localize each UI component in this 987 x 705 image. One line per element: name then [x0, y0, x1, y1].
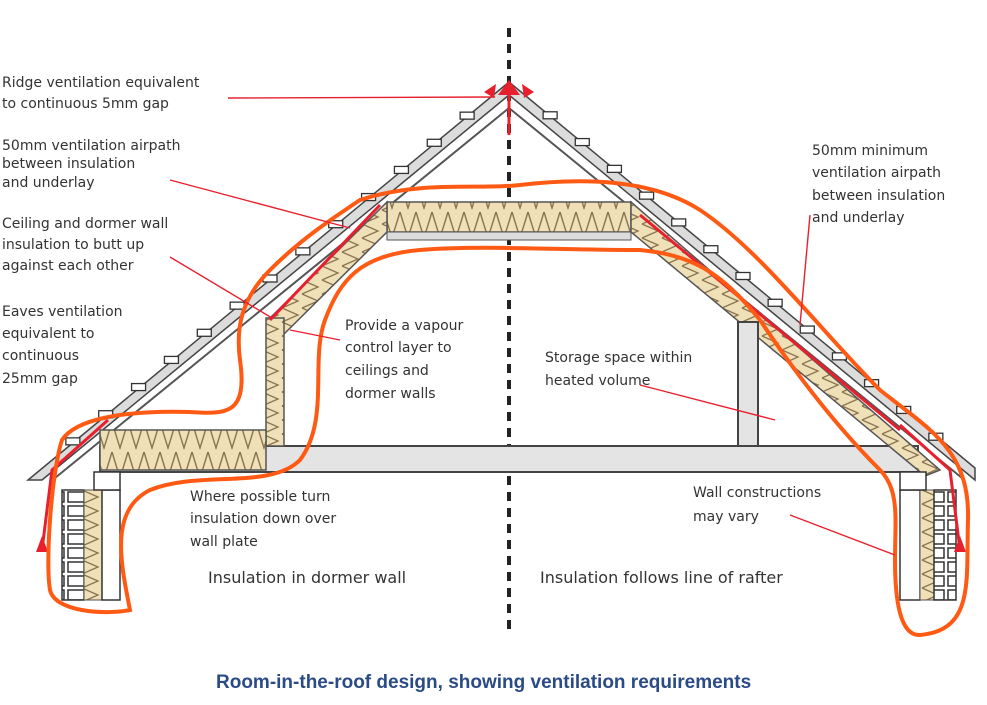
svg-text:wall plate: wall plate	[190, 534, 258, 550]
roof-tile	[574, 137, 590, 147]
roof-tile	[459, 111, 475, 120]
svg-text:Provide a vapour: Provide a vapour	[345, 318, 464, 334]
leader-lines	[169, 96, 896, 556]
roof-tile	[295, 247, 311, 256]
right-wall	[899, 471, 957, 601]
roof-tile	[65, 437, 81, 446]
roof-structure	[25, 80, 976, 482]
svg-text:Where possible turn: Where possible turn	[190, 489, 330, 505]
roof-tile	[163, 355, 180, 365]
roof-tile	[196, 328, 212, 337]
svg-text:dormer walls: dormer walls	[345, 386, 436, 402]
svg-text:Ceiling and dormer wall: Ceiling and dormer wall	[2, 216, 168, 232]
svg-text:and underlay: and underlay	[2, 175, 95, 191]
svg-text:equivalent to: equivalent to	[2, 326, 95, 342]
diagram-caption: Room-in-the-roof design, showing ventila…	[216, 672, 751, 693]
airpath-left-label: 50mm ventilation airpath between insulat…	[2, 138, 180, 191]
roof-tile	[799, 325, 815, 334]
svg-text:between insulation: between insulation	[812, 188, 945, 204]
roof-tile	[671, 218, 687, 227]
svg-text:50mm ventilation airpath: 50mm ventilation airpath	[2, 138, 180, 154]
svg-text:ventilation airpath: ventilation airpath	[812, 165, 941, 181]
svg-text:heated volume: heated volume	[545, 373, 650, 389]
svg-text:Wall constructions: Wall constructions	[693, 485, 821, 501]
wall-plate-label: Where possible turn insulation down over…	[190, 489, 336, 550]
section-right-label: Insulation follows line of rafter	[540, 568, 783, 587]
vapour-label: Provide a vapour control layer to ceilin…	[345, 318, 464, 402]
svg-text:between insulation: between insulation	[2, 156, 135, 172]
section-left-label: Insulation in dormer wall	[208, 568, 406, 587]
svg-text:continuous: continuous	[2, 348, 79, 364]
eaves-label: Eaves ventilation equivalent to continuo…	[2, 304, 123, 387]
roof-tile	[229, 301, 245, 310]
svg-text:to continuous 5mm gap: to continuous 5mm gap	[2, 96, 169, 112]
svg-text:Storage space within: Storage space within	[545, 350, 692, 366]
svg-text:may vary: may vary	[693, 509, 759, 525]
roof-tile	[426, 138, 442, 147]
svg-text:control layer to: control layer to	[345, 340, 452, 356]
svg-text:25mm gap: 25mm gap	[2, 371, 78, 387]
roof-tile	[735, 271, 751, 281]
left-wall	[61, 471, 121, 601]
roof-tile	[542, 111, 558, 120]
dormer-wall-insulation	[265, 317, 285, 447]
svg-text:and underlay: and underlay	[812, 210, 905, 226]
ridge-label: Ridge ventilation equivalent to continuo…	[2, 75, 200, 112]
annotation-outline	[46, 179, 971, 638]
svg-text:50mm minimum: 50mm minimum	[812, 143, 928, 159]
svg-text:against each other: against each other	[2, 258, 134, 274]
ceiling-insulation	[386, 201, 632, 233]
svg-text:insulation to butt up: insulation to butt up	[2, 237, 144, 253]
roof-tile	[703, 245, 719, 254]
wall-constructions-label: Wall constructions may vary	[693, 485, 821, 525]
svg-text:Eaves ventilation: Eaves ventilation	[2, 304, 123, 320]
airpath-right-label: 50mm minimum ventilation airpath between…	[812, 143, 945, 226]
arrow-heads	[36, 80, 966, 552]
roof-tiles	[65, 111, 944, 446]
svg-text:ceilings and: ceilings and	[345, 363, 429, 379]
ceiling-dormer-label: Ceiling and dormer wall insulation to bu…	[2, 216, 168, 274]
svg-text:insulation down over: insulation down over	[190, 511, 336, 527]
ventilation-arrows	[40, 92, 962, 551]
storage-label: Storage space within heated volume	[545, 350, 692, 389]
roof-tile	[638, 191, 655, 200]
right-slope-insulation	[630, 200, 942, 477]
svg-text:Ridge ventilation equivalent: Ridge ventilation equivalent	[2, 75, 200, 91]
eaves-insulation	[99, 429, 267, 471]
roof-tile	[767, 298, 783, 307]
roof-tile	[606, 164, 623, 174]
knee-wall	[737, 321, 759, 447]
roof-tile	[130, 382, 147, 392]
roof-tile	[393, 165, 410, 175]
